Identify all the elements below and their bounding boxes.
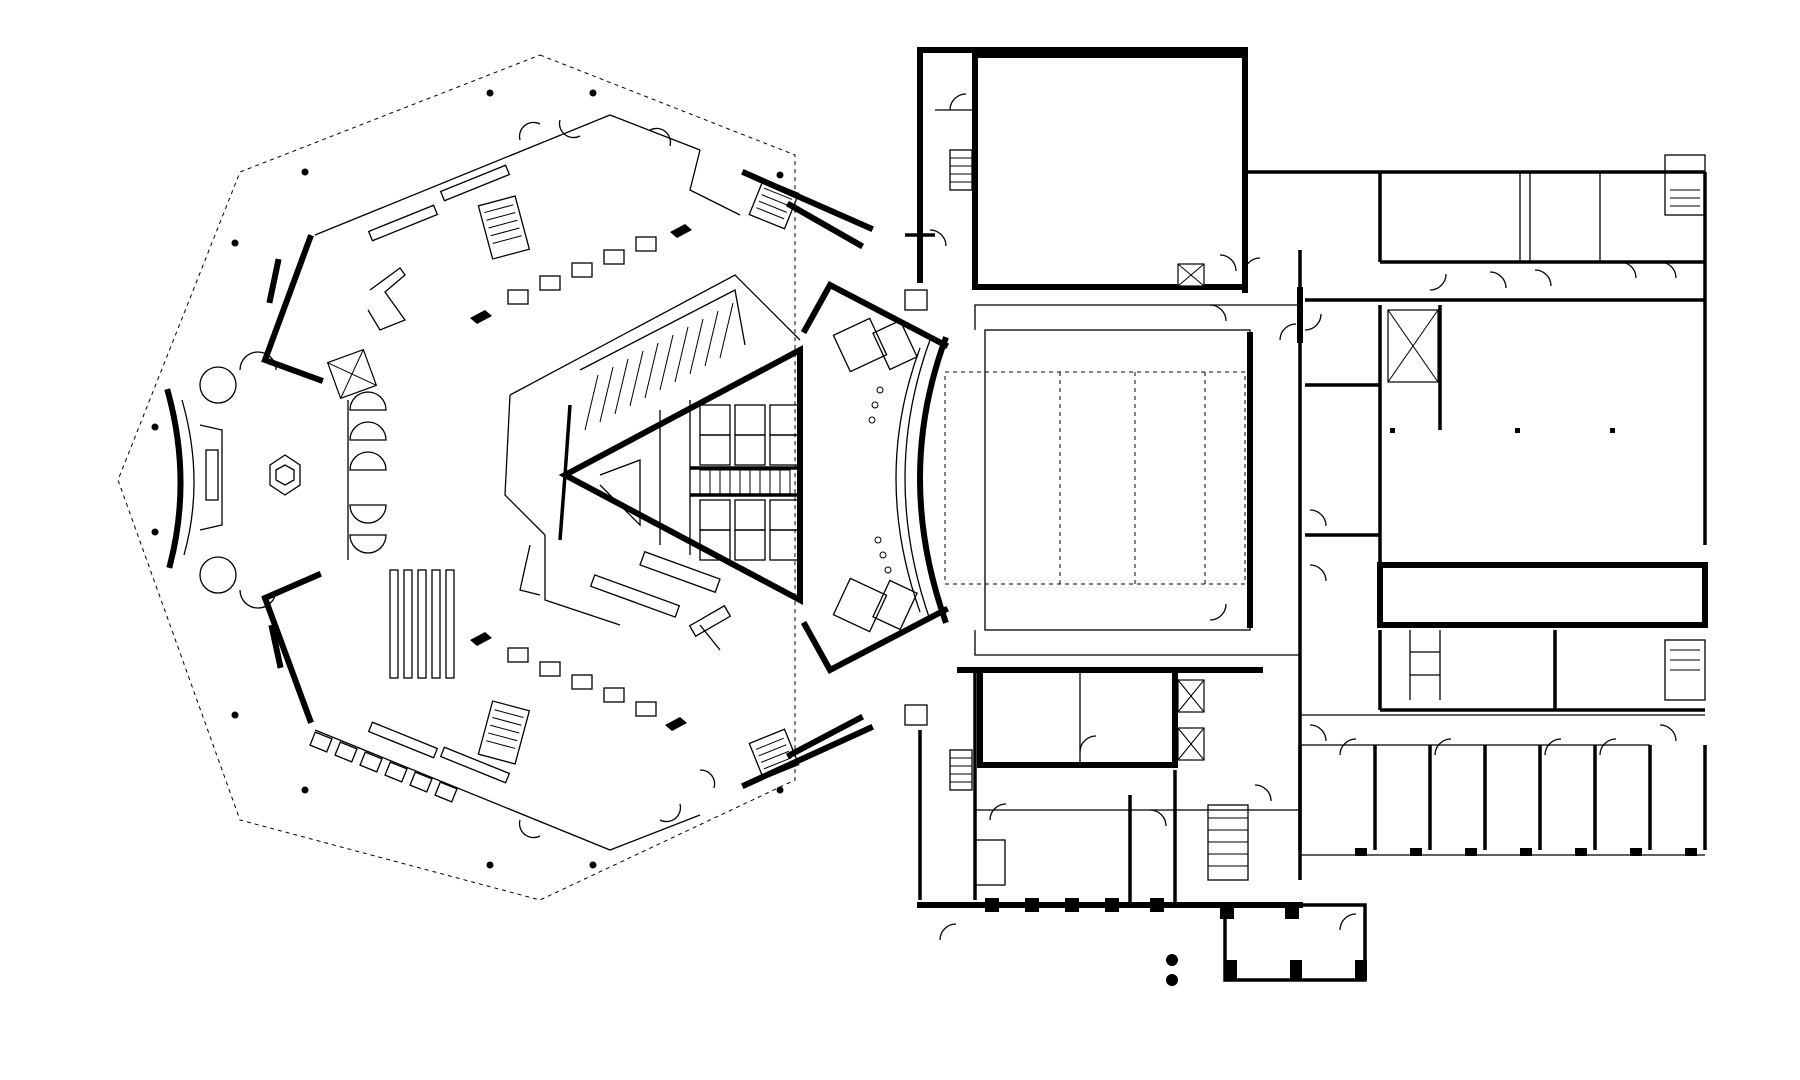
south-wing (917, 667, 1367, 986)
north-wing (905, 47, 1248, 293)
corridor-south (741, 713, 874, 789)
foyer-inner-doors (349, 391, 387, 554)
stage-hall (944, 287, 1303, 673)
west-vestibule (164, 388, 223, 569)
dressing-rooms (699, 404, 801, 561)
door-swing-icon (929, 93, 1677, 941)
stage-triangle (558, 345, 803, 605)
seating-rows-west (389, 569, 455, 679)
lighting-points (868, 386, 892, 574)
east-block (1245, 154, 1708, 880)
table-chair-icon (309, 731, 458, 803)
column-icon (1355, 848, 1697, 856)
seating-rows-north (579, 289, 746, 431)
backstage (800, 280, 950, 726)
foyer-wall-nw (261, 234, 324, 384)
door-swing-icon (518, 119, 716, 839)
canopy-outline (117, 54, 796, 901)
auditorium (504, 274, 803, 651)
column-icon (985, 898, 1299, 919)
table-chair-icon (507, 236, 657, 717)
column-icon (151, 89, 784, 869)
foyer (151, 89, 784, 869)
elevator-icon (326, 348, 378, 400)
info-desk (269, 454, 301, 496)
foyer-wall-sw (261, 571, 322, 724)
corridor-north (689, 149, 874, 250)
door-swing-icon (199, 351, 277, 609)
stair-icon (477, 195, 531, 765)
